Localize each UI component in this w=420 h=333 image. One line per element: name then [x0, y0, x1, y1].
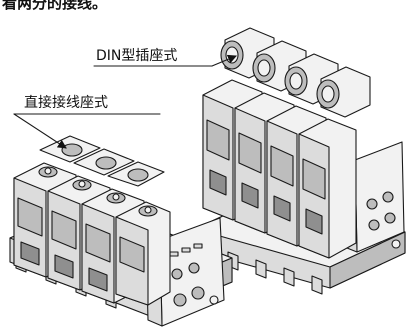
- direct-valve-station-4: [115, 201, 171, 306]
- arrow-leader-icon: [211, 54, 237, 67]
- din-callout-label: DIN型插座式: [96, 48, 177, 64]
- direct-callout: 直接接线座式: [13, 94, 161, 149]
- header-text: 看两分的接线。: [2, 0, 107, 12]
- arrow-leader-icon: [13, 113, 67, 149]
- din-connector-manifold: [194, 27, 406, 295]
- direct-callout-label: 直接接线座式: [24, 94, 108, 111]
- din-valve-station-4: [298, 118, 357, 259]
- din-callout: DIN型插座式: [93, 48, 237, 67]
- direct-wiring-manifold: [9, 135, 233, 327]
- din-connector-4: [316, 66, 371, 118]
